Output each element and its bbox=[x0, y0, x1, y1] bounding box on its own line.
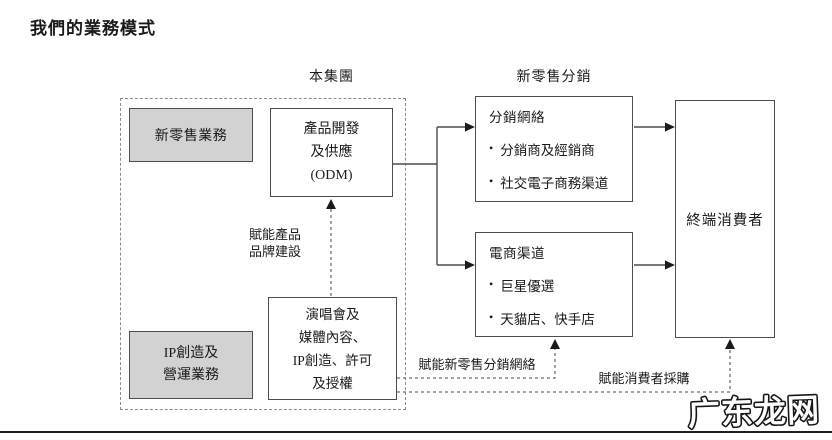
bullet-icon: • bbox=[489, 174, 494, 188]
bullet-icon: • bbox=[489, 141, 494, 155]
segment-ip-creation-operation: IP創造及 營運業務 bbox=[129, 331, 253, 399]
distribution-item-label: 社交電子商務渠道 bbox=[500, 176, 609, 191]
watermark-logo: 广东龙网 bbox=[686, 389, 822, 435]
label-new-retail-distribution: 新零售分銷 bbox=[516, 70, 592, 85]
distribution-item-label: 分銷商及經銷商 bbox=[500, 143, 595, 158]
consumer-arrow-line bbox=[634, 126, 666, 266]
page-title: 我們的業務模式 bbox=[30, 19, 156, 38]
list-item: • 社交電子商務渠道 bbox=[489, 172, 626, 192]
segment-new-retail-business: 新零售業務 bbox=[129, 108, 253, 162]
arrow-right-icon bbox=[665, 260, 675, 270]
box-product-development-odm: 產品開發 及供應 (ODM) bbox=[270, 108, 393, 197]
arrow-right-icon bbox=[465, 122, 475, 132]
arrow-up-icon bbox=[550, 339, 560, 349]
box-end-consumer: 終端消費者 bbox=[675, 100, 775, 338]
list-item: • 巨星優選 bbox=[489, 275, 626, 295]
label-empower-new-retail-distribution: 賦能新零售分銷網絡 bbox=[418, 357, 536, 372]
box-concerts-media-ip-licensing: 演唱會及 媒體內容、 IP創造、許可 及授權 bbox=[268, 297, 397, 400]
list-item: • 天貓店、快手店 bbox=[489, 308, 626, 328]
arrow-right-icon bbox=[465, 260, 475, 270]
arrow-right-icon bbox=[665, 122, 675, 132]
watermark-text: 广东龙网 bbox=[687, 391, 820, 434]
ecommerce-channels-title: 電商渠道 bbox=[489, 246, 545, 261]
list-item: • 分銷商及經銷商 bbox=[489, 139, 626, 159]
label-the-group: 本集團 bbox=[309, 70, 354, 85]
label-empower-product-brand: 賦能產品 品牌建設 bbox=[248, 227, 301, 259]
arrow-up-icon bbox=[725, 339, 735, 349]
page-bottom-rule bbox=[0, 431, 832, 433]
label-empower-consumer-purchase: 賦能消費者採購 bbox=[598, 371, 690, 386]
ecommerce-item-label: 巨星優選 bbox=[500, 279, 555, 294]
box-ecommerce-channels: 電商渠道 • 巨星優選 • 天貓店、快手店 bbox=[475, 232, 633, 337]
bullet-icon: • bbox=[489, 277, 494, 291]
box-distribution-network: 分銷網絡 • 分銷商及經銷商 • 社交電子商務渠道 bbox=[475, 96, 633, 202]
bullet-icon: • bbox=[489, 310, 494, 324]
distribution-network-title: 分銷網絡 bbox=[489, 110, 545, 125]
ecommerce-item-label: 天貓店、快手店 bbox=[500, 312, 595, 327]
